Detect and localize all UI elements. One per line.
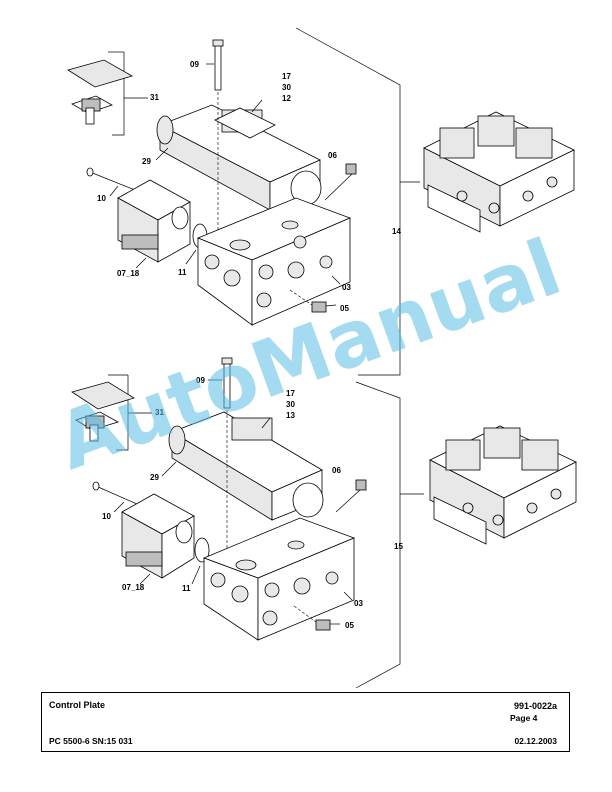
callout-10: 10 — [102, 512, 111, 521]
callout-12: 12 — [282, 94, 291, 103]
machine-model: PC 5500-6 SN:15 031 — [49, 736, 133, 746]
callout-03: 03 — [342, 283, 351, 292]
callout-29: 29 — [142, 157, 151, 166]
document-date: 02.12.2003 — [514, 736, 557, 746]
callout-09: 09 — [190, 60, 199, 69]
callout-31: 31 — [155, 408, 164, 417]
directional-valve-part — [168, 411, 324, 521]
exploded-parts-diagram: 09 17 30 12 31 29 06 10 07_18 11 03 05 1… — [46, 27, 577, 689]
callout-17: 17 — [286, 389, 295, 398]
valve-block-part — [196, 197, 352, 326]
screw-part — [221, 357, 233, 560]
callout-05: 05 — [340, 304, 349, 313]
callout-30: 30 — [282, 83, 291, 92]
callout-31: 31 — [150, 93, 159, 102]
callout-17: 17 — [282, 72, 291, 81]
cover-plate-part — [71, 374, 135, 451]
document-number: 991-0022a — [513, 701, 557, 711]
screw-part — [212, 39, 224, 240]
upper-assembly-group: 09 17 30 12 31 29 06 10 07_18 11 03 05 1… — [67, 27, 575, 376]
callout-05: 05 — [345, 621, 354, 630]
title-block: Control Plate 991-0022a Page 4 PC 5500-6… — [41, 692, 570, 752]
small-plug-part — [324, 163, 357, 201]
solenoid-coil-part — [117, 179, 191, 263]
callout-06: 06 — [332, 466, 341, 475]
callout-03: 03 — [354, 599, 363, 608]
callout-30: 30 — [286, 400, 295, 409]
page-number: Page 4 — [510, 713, 538, 723]
callout-07-18: 07_18 — [117, 269, 140, 278]
document-title: Control Plate — [49, 700, 106, 710]
cover-plate-part — [67, 51, 134, 136]
callout-11: 11 — [178, 268, 187, 277]
solenoid-coil-part — [121, 493, 195, 579]
callout-06: 06 — [328, 151, 337, 160]
callout-15: 15 — [394, 542, 403, 551]
block-plug-part — [289, 289, 327, 313]
callout-09: 09 — [196, 376, 205, 385]
lower-assembly-group: 09 17 30 13 31 29 06 10 07_18 11 03 05 1… — [71, 357, 577, 689]
callout-11: 11 — [182, 584, 191, 593]
assembled-view-part — [423, 111, 575, 233]
assembled-view-part — [429, 425, 577, 545]
small-plug-part — [335, 479, 367, 513]
callout-07-18: 07_18 — [122, 583, 145, 592]
bolt-part — [86, 167, 141, 193]
block-plug-part — [293, 605, 331, 631]
o-ring-part — [194, 537, 210, 563]
directional-valve-part — [156, 104, 322, 211]
valve-block-part — [202, 517, 356, 641]
callout-10: 10 — [97, 194, 106, 203]
callout-13: 13 — [286, 411, 295, 420]
callout-14: 14 — [392, 227, 401, 236]
callout-29: 29 — [150, 473, 159, 482]
